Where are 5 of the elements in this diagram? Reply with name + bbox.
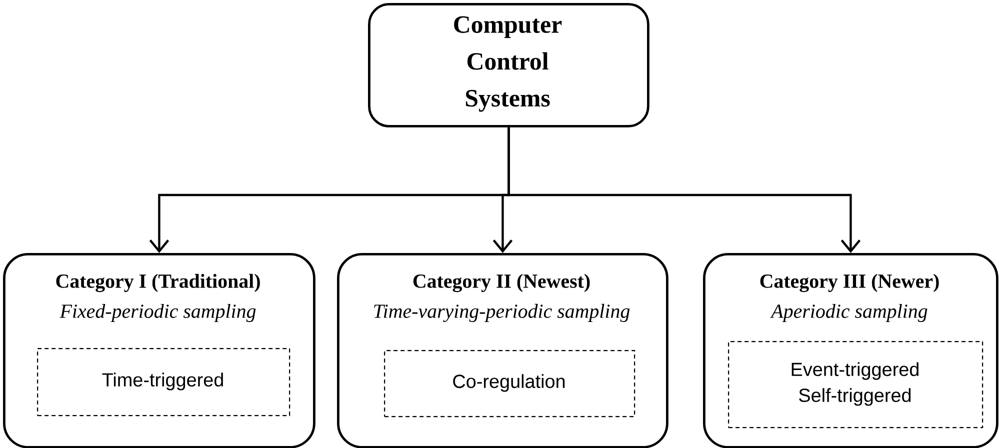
root-box: Computer Control Systems — [368, 3, 650, 128]
arrow — [508, 127, 861, 253]
dashed-box: Co-regulation — [384, 350, 636, 418]
dashed-box: Time-triggered — [37, 348, 290, 416]
dashed-box: Event-triggered Self-triggered — [728, 341, 984, 428]
